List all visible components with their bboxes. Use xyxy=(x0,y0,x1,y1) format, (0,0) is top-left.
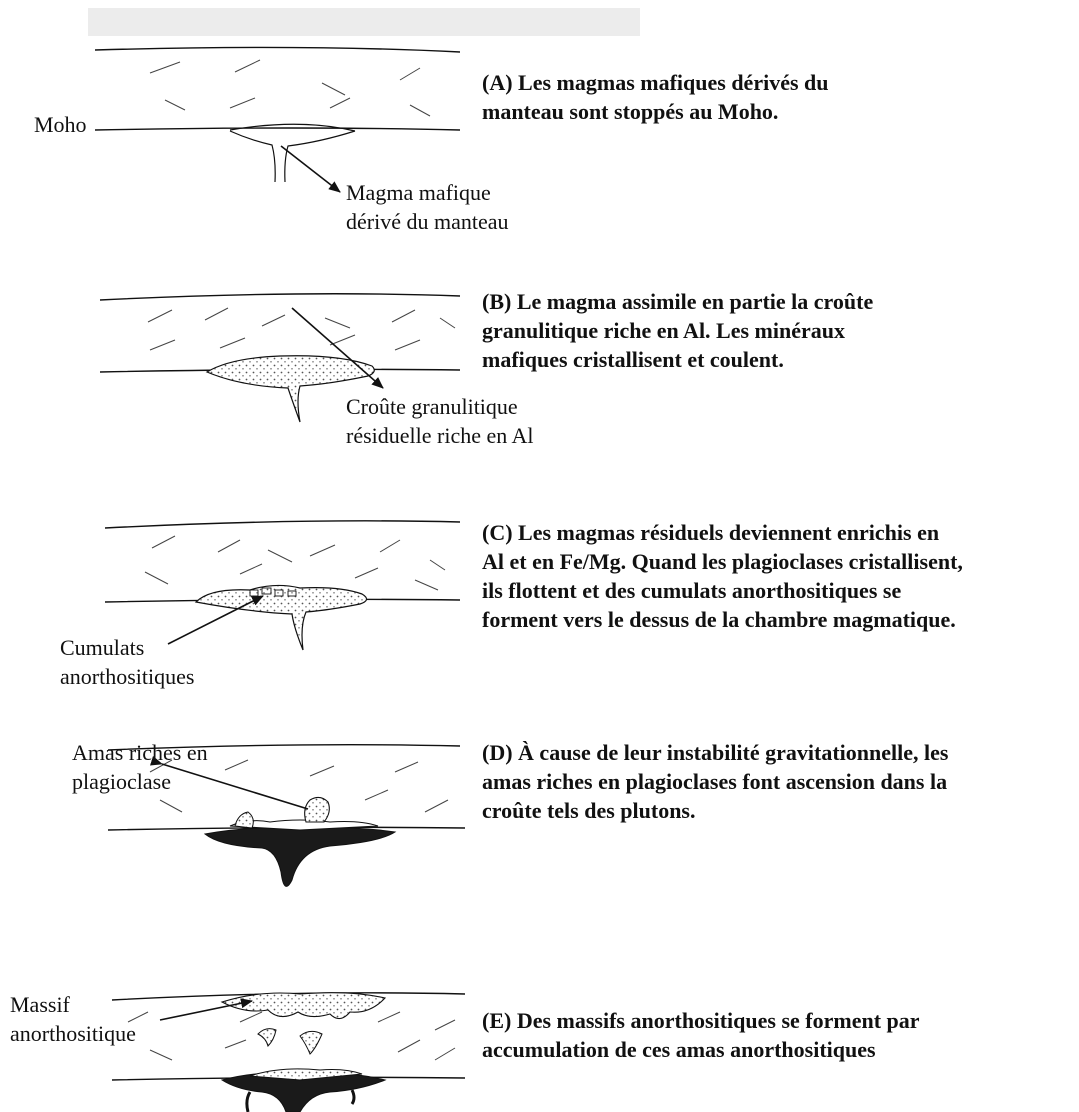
caption-line: (E) Des massifs anorthositiques se forme… xyxy=(482,1006,920,1035)
label-croute-granulitique: Croûte granulitique résiduelle riche en … xyxy=(346,392,534,450)
label-line: Magma mafique xyxy=(346,178,509,207)
caption-a: (A) Les magmas mafiques dérivés du mante… xyxy=(482,68,829,126)
magma-arrow xyxy=(281,146,340,192)
label-line: résiduelle riche en Al xyxy=(346,421,534,450)
scan-strip xyxy=(88,8,640,36)
caption-d: (D) À cause de leur instabilité gravitat… xyxy=(482,738,948,825)
caption-line: mafiques cristallisent et coulent. xyxy=(482,345,873,374)
caption-line: (B) Le magma assimile en partie la croût… xyxy=(482,287,873,316)
label-moho: Moho xyxy=(34,110,87,139)
label-line: Amas riches en xyxy=(72,738,208,767)
caption-line: Al et en Fe/Mg. Quand les plagioclases c… xyxy=(482,547,963,576)
caption-line: forment vers le dessus de la chambre mag… xyxy=(482,605,963,634)
label-line: anorthositiques xyxy=(60,662,194,691)
panel-c-drawing xyxy=(105,521,460,650)
label-line: Moho xyxy=(34,110,87,139)
caption-e: (E) Des massifs anorthositiques se forme… xyxy=(482,1006,920,1064)
caption-line: croûte tels des plutons. xyxy=(482,796,948,825)
massif-arrow xyxy=(160,1001,252,1020)
label-amas: Amas riches en plagioclase xyxy=(72,738,208,796)
label-line: Massif xyxy=(10,990,136,1019)
label-magma-mafique: Magma mafique dérivé du manteau xyxy=(346,178,509,236)
caption-c: (C) Les magmas résiduels deviennent enri… xyxy=(482,518,963,634)
caption-line: (D) À cause de leur instabilité gravitat… xyxy=(482,738,948,767)
label-line: Croûte granulitique xyxy=(346,392,534,421)
caption-line: (C) Les magmas résiduels deviennent enri… xyxy=(482,518,963,547)
caption-line: accumulation de ces amas anorthositiques xyxy=(482,1035,920,1064)
label-line: plagioclase xyxy=(72,767,208,796)
label-line: dérivé du manteau xyxy=(346,207,509,236)
label-line: Cumulats xyxy=(60,633,194,662)
panel-e-drawing xyxy=(112,993,465,1112)
caption-line: amas riches en plagioclases font ascensi… xyxy=(482,767,948,796)
caption-line: ils flottent et des cumulats anorthositi… xyxy=(482,576,963,605)
caption-line: granulitique riche en Al. Les minéraux xyxy=(482,316,873,345)
label-line: anorthositique xyxy=(10,1019,136,1048)
caption-b: (B) Le magma assimile en partie la croût… xyxy=(482,287,873,374)
panel-a-drawing xyxy=(95,47,460,182)
label-massif: Massif anorthositique xyxy=(10,990,136,1048)
label-cumulats: Cumulats anorthositiques xyxy=(60,633,194,691)
caption-line: (A) Les magmas mafiques dérivés du xyxy=(482,68,829,97)
caption-line: manteau sont stoppés au Moho. xyxy=(482,97,829,126)
